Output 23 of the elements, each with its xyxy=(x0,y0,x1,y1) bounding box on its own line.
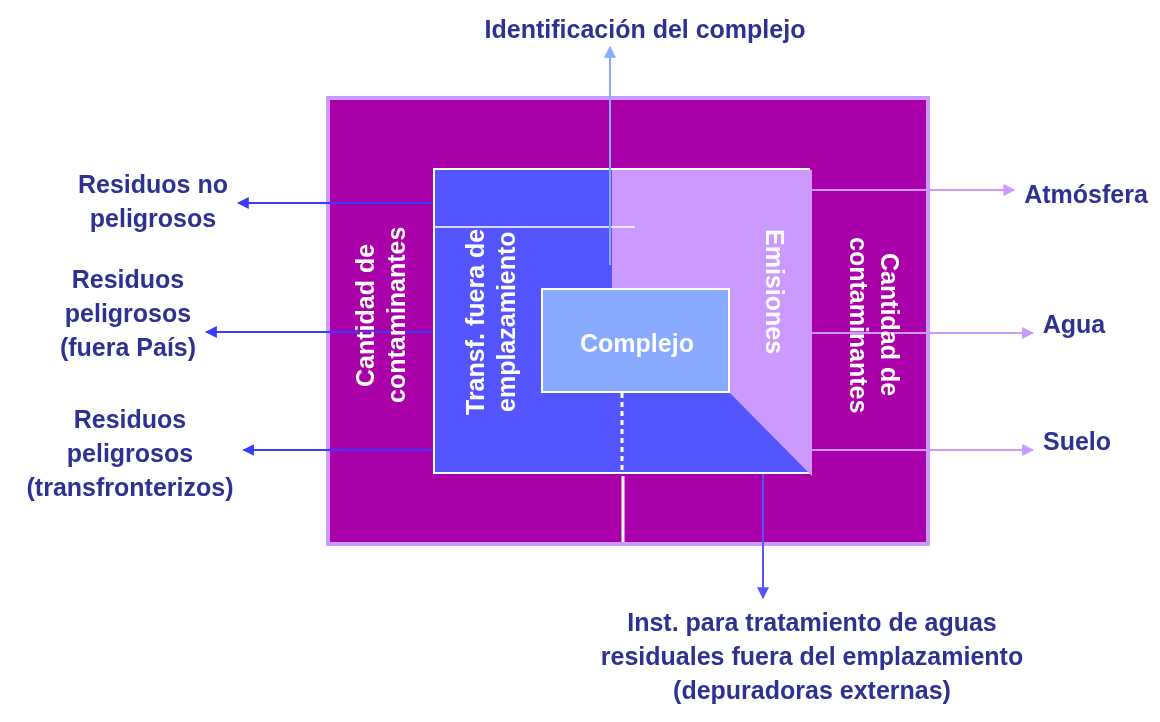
arrow xyxy=(757,473,769,600)
side-label: Cantidad de contaminantes xyxy=(350,225,411,406)
side-label: Cantidad de contaminantes xyxy=(844,235,905,416)
output-label: Atmósfera xyxy=(1011,177,1160,211)
output-label: Residuos no peligrosos xyxy=(53,167,253,235)
output-label: Suelo xyxy=(1027,424,1127,458)
arrow xyxy=(811,327,1034,339)
region-label: Emisiones xyxy=(759,228,790,357)
output-label: Agua xyxy=(1024,307,1124,341)
region-label: Transf. fuera de emplazamiento xyxy=(460,227,521,418)
arrow xyxy=(242,444,434,456)
arrow xyxy=(811,444,1035,456)
arrow xyxy=(236,197,434,209)
arrow xyxy=(204,326,434,338)
output-label: Residuos peligrosos (transfronterizos) xyxy=(19,402,241,504)
output-label: Identificación del complejo xyxy=(435,12,855,46)
transfer-region xyxy=(433,168,810,474)
complex-box xyxy=(541,288,730,393)
output-label: Inst. para tratamiento de aguas residuales fuera del emplazamiento (depuradoras externas) xyxy=(592,605,1032,707)
arrow xyxy=(604,45,616,266)
box-label: Complejo xyxy=(580,327,694,359)
output-label: Residuos peligrosos (fuera País) xyxy=(40,262,216,364)
arrow xyxy=(811,184,1016,196)
